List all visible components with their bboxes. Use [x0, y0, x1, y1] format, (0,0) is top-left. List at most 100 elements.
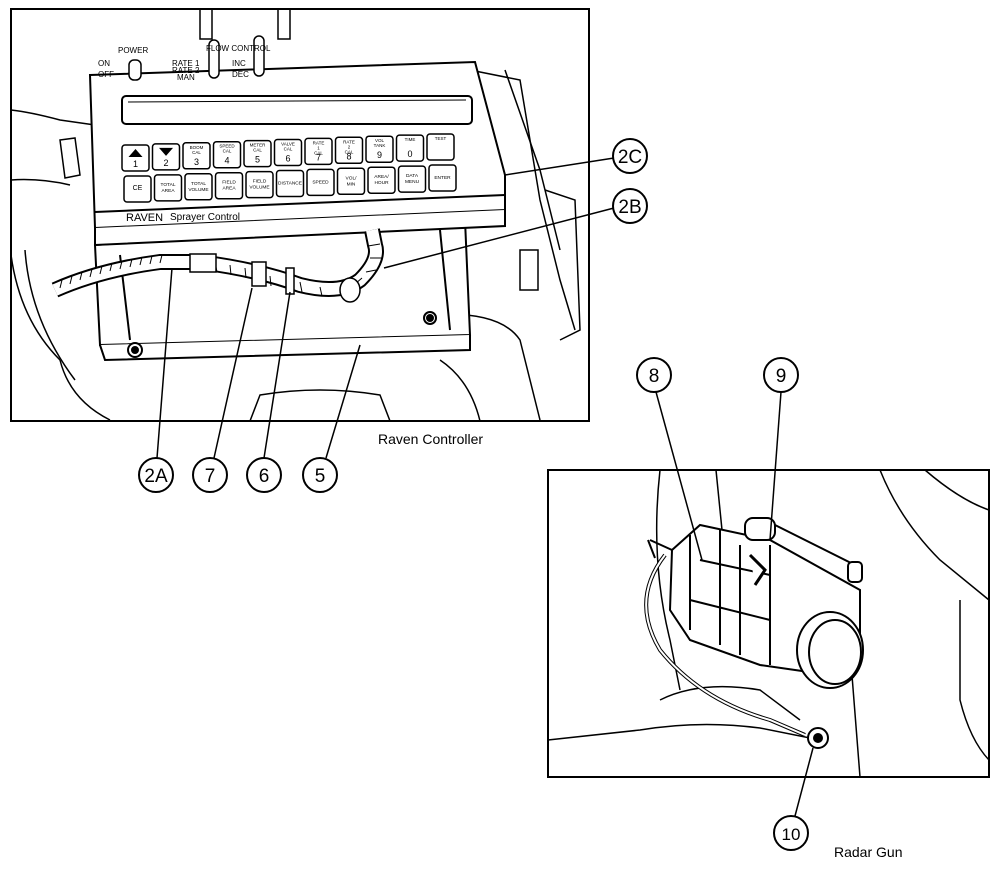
power-switch: [128, 59, 142, 81]
svg-text:8: 8: [649, 366, 660, 387]
svg-text:2B: 2B: [618, 197, 641, 218]
key-number-label: 7: [316, 152, 321, 162]
key-top-label: CAL: [314, 150, 323, 155]
callout-5: 5: [302, 457, 338, 493]
key-top-label: TEST: [435, 136, 447, 141]
flow-switch: [253, 35, 265, 77]
key-label: ENTER: [434, 175, 451, 181]
key-label: FIELD: [253, 179, 267, 185]
keypad-key-r2-5[interactable]: DISTANCE: [275, 169, 305, 198]
key-top-label: CAL: [223, 149, 232, 154]
key-number-label: 2: [163, 158, 168, 168]
key-top-label: 2: [348, 144, 351, 149]
radar-wire: [644, 553, 806, 737]
cable-harness: [51, 228, 384, 303]
rate2-label: RATE 2: [172, 66, 200, 75]
key-top-label: VOL: [375, 138, 385, 143]
man-label: MAN: [177, 73, 195, 82]
key-label: VOLUME: [188, 187, 208, 193]
brand-sub-label: Sprayer Control: [170, 212, 240, 223]
key-number-label: 3: [194, 157, 199, 167]
key-label: TOTAL: [191, 181, 206, 187]
brand-label: RAVEN: [126, 212, 163, 224]
key-label: MIN: [347, 181, 356, 187]
svg-text:10: 10: [782, 825, 801, 844]
keypad-key-r2-7[interactable]: VOL/MIN: [336, 167, 366, 196]
key-label: AREA: [161, 188, 175, 194]
key-label: MENU: [405, 179, 420, 185]
key-top-label: CAL: [345, 149, 354, 154]
keypad-key-r1-0[interactable]: 1: [121, 144, 150, 172]
key-label: HOUR: [374, 180, 389, 186]
key-label: VOLUME: [249, 185, 269, 191]
key-top-label: RATE: [343, 139, 355, 144]
rate1-label: RATE 1: [172, 59, 200, 68]
callout-6: 6: [246, 457, 282, 493]
keypad-key-r1-1[interactable]: 2: [151, 143, 181, 171]
key-label: AREA/: [374, 174, 389, 180]
svg-text:9: 9: [776, 366, 787, 387]
power-off-label: OFF: [98, 70, 114, 79]
keypad-key-r2-10[interactable]: ENTER: [428, 164, 457, 192]
radar-background: [547, 469, 990, 778]
rate-switch: [208, 39, 220, 79]
arrow-down-icon: [159, 147, 173, 156]
key-top-label: CAL: [192, 150, 201, 155]
key-label: FIELD: [222, 180, 236, 186]
svg-text:5: 5: [315, 466, 326, 487]
radar-panel: Radar Gun: [547, 469, 990, 860]
power-on-label: ON: [98, 59, 110, 68]
keypad-key-r2-0[interactable]: CE: [123, 175, 152, 203]
keypad-key-r2-6[interactable]: SPEED: [306, 168, 335, 197]
key-number-label: 6: [285, 154, 290, 164]
callout-8: 8: [636, 357, 672, 393]
key-top-label: BOOM: [190, 145, 204, 150]
svg-text:2A: 2A: [144, 466, 168, 487]
callout-2c: 2C: [612, 138, 648, 174]
svg-text:7: 7: [205, 466, 216, 487]
flow-title: FLOW CONTROL: [206, 44, 271, 53]
keypad-key-r1-10[interactable]: TEST: [426, 133, 455, 161]
key-label: DISTANCE: [278, 181, 302, 187]
inc-label: INC: [232, 59, 246, 68]
controller-caption: Raven Controller: [378, 431, 483, 447]
key-number-label: 5: [255, 155, 260, 165]
key-top-label: TANK: [374, 143, 386, 148]
key-number-label: 4: [224, 156, 229, 166]
key-top-label: VALVE: [281, 142, 295, 147]
svg-text:2C: 2C: [618, 147, 642, 168]
key-top-label: METER: [250, 143, 267, 148]
key-top-label: TIME: [405, 137, 416, 142]
key-top-label: CAL: [253, 148, 262, 153]
key-top-label: RATE: [313, 140, 325, 145]
callout-10: 10: [773, 815, 809, 851]
toggle-switches: [128, 35, 265, 81]
key-number-label: 9: [377, 150, 382, 160]
switch-labels: POWER ON OFF RATE 1 RATE 2 MAN FLOW CONT…: [98, 44, 271, 82]
keypad-key-r2-8[interactable]: AREA/HOUR: [367, 166, 396, 194]
callout-9: 9: [763, 357, 799, 393]
controller-panel: POWER ON OFF RATE 1 RATE 2 MAN FLOW CONT…: [10, 8, 590, 447]
key-top-label: CAL: [284, 147, 293, 152]
key-label: SPEED: [312, 179, 329, 185]
callout-2a: 2A: [138, 457, 174, 493]
dec-label: DEC: [232, 70, 249, 79]
key-number-label: 8: [346, 151, 351, 161]
leader-lines: [156, 157, 814, 817]
key-label: CE: [133, 185, 143, 192]
key-label: AREA: [222, 186, 236, 192]
